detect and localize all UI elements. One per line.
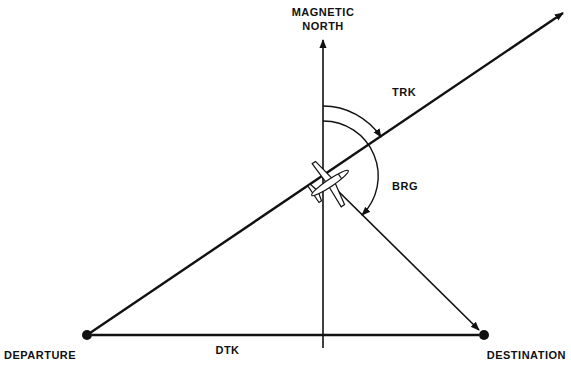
- bearing-line: [330, 183, 479, 330]
- angle-label: MAGNETIC NORTH: [292, 5, 355, 33]
- edge-label: DTK: [215, 344, 239, 357]
- desired-track-line: [92, 334, 479, 336]
- waypoint-label: DESTINATION: [487, 349, 566, 362]
- waypoint: DESTINATION: [458, 329, 566, 365]
- bearing-angle-arc: [323, 121, 378, 215]
- angle-label: TRK: [392, 86, 416, 99]
- angle-label: BRG: [392, 180, 418, 193]
- north-line: [322, 40, 324, 348]
- track-line: [87, 13, 563, 335]
- waypoint: DEPARTURE: [2, 329, 112, 365]
- waypoint-dot: [82, 330, 92, 340]
- airplane-symbol: [297, 149, 363, 217]
- waypoint-dot: [479, 330, 489, 340]
- waypoint-label: DEPARTURE: [4, 349, 76, 362]
